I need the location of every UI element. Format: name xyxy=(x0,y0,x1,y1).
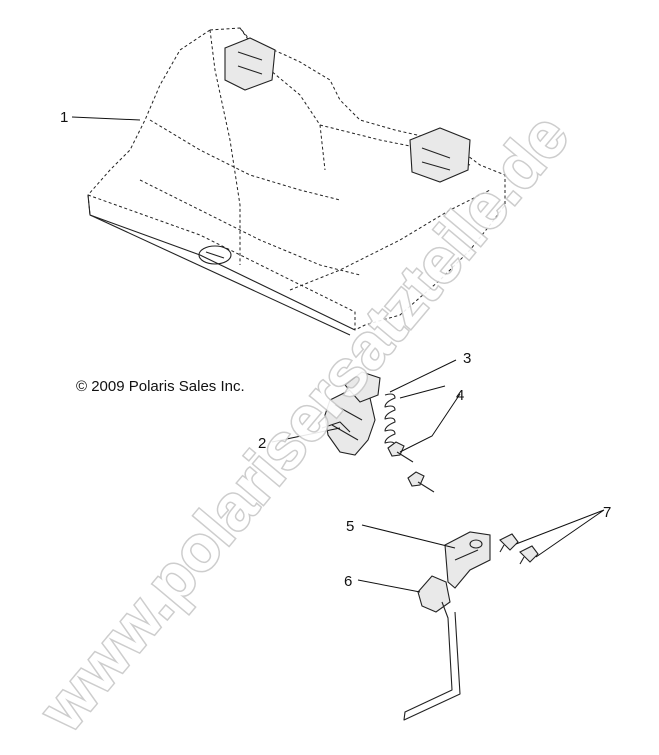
callout-2: 2 xyxy=(258,435,266,452)
copyright-text: © 2009 Polaris Sales Inc. xyxy=(76,378,245,395)
callout-1: 1 xyxy=(60,109,68,126)
latch-bracket xyxy=(321,371,381,456)
callout-3: 3 xyxy=(463,350,471,367)
latch-rod xyxy=(403,575,461,721)
callout-6: 6 xyxy=(344,573,352,590)
callout-5: 5 xyxy=(346,518,354,535)
callout-7: 7 xyxy=(603,504,611,521)
spring xyxy=(384,393,396,447)
pins xyxy=(499,533,539,565)
watermark-text: www.polarisersatzteile.de xyxy=(25,100,582,745)
callout-4: 4 xyxy=(456,387,464,404)
hood-panel xyxy=(87,27,506,336)
bolts xyxy=(387,441,435,493)
leader-lines xyxy=(71,116,605,593)
mount-bracket xyxy=(444,531,491,589)
